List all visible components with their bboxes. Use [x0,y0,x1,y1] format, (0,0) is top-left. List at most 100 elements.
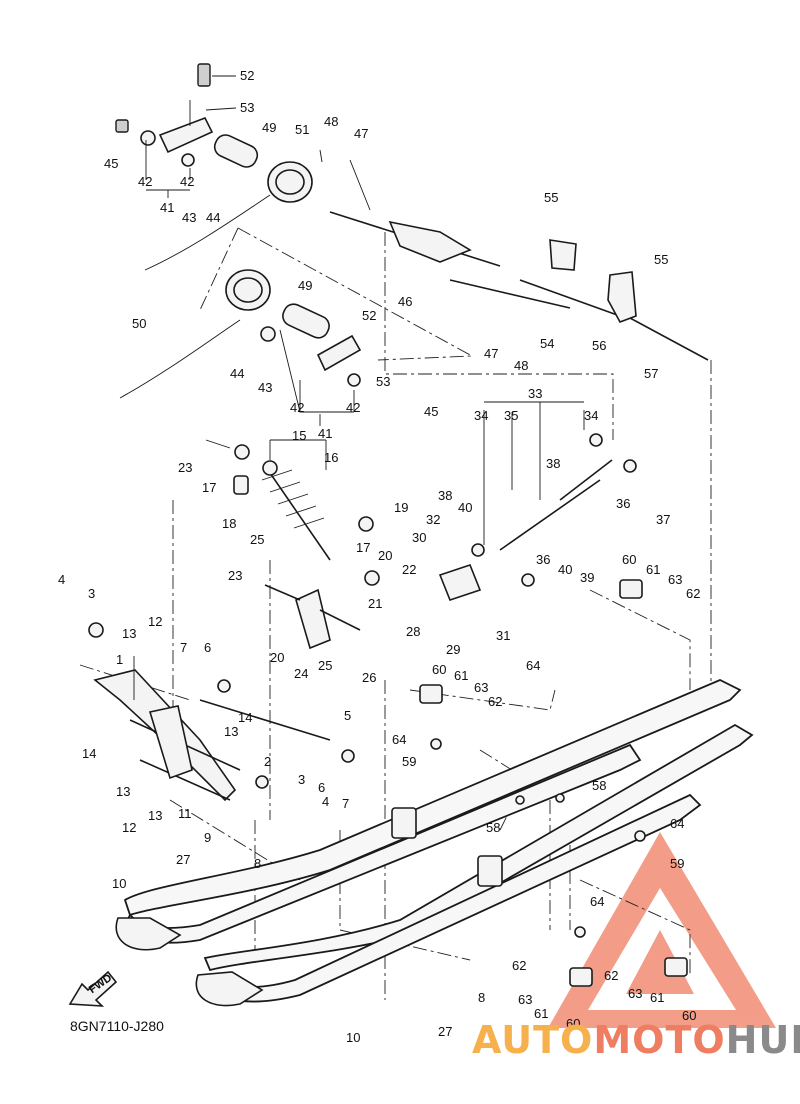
collars [213,134,330,339]
callout-63-a: 63 [668,572,682,587]
callout-43-bottom: 43 [258,380,272,395]
callout-18: 18 [222,516,236,531]
callout-60-c: 60 [566,1016,580,1031]
rail-stoppers [391,807,503,887]
callout-2: 2 [264,754,271,769]
callout-30: 30 [412,530,426,545]
callout-42-c: 42 [290,400,304,415]
callout-60-a: 60 [622,552,636,567]
callout-12-top: 12 [148,614,162,629]
callout-34-b: 34 [584,408,598,423]
front-arm-assembly [93,669,331,802]
callout-33: 33 [528,386,542,401]
callout-50: 50 [132,316,146,331]
callout-64-d: 64 [590,894,604,909]
callout-41-bottom: 41 [318,426,332,441]
callout-19: 19 [394,500,408,515]
callout-51: 51 [295,122,309,137]
callout-25-a: 25 [250,532,264,547]
callout-6-bottom: 6 [318,780,325,795]
callout-13-d: 13 [148,808,162,823]
callout-59-b: 59 [670,856,684,871]
callout-58-b: 58 [486,820,500,835]
callout-6-top: 6 [204,640,211,655]
callout-42-b: 42 [180,174,194,189]
callout-60-d: 60 [682,1008,696,1023]
callout-44-bottom: 44 [230,366,244,381]
callout-31: 31 [496,628,510,643]
callout-45-bottom: 45 [424,404,438,419]
callout-3-top: 3 [88,586,95,601]
callout-64-c: 64 [670,816,684,831]
callout-39: 39 [580,570,594,585]
callout-46: 46 [398,294,412,309]
callout-3-bottom: 3 [298,772,305,787]
fwd-arrow-icon [68,970,118,1007]
callout-1: 1 [116,652,123,667]
watermark-hub: HUB [725,1018,800,1062]
callout-13-top: 13 [122,626,136,641]
callout-4-bottom: 4 [322,794,329,809]
callout-38-b: 38 [438,488,452,503]
callout-56: 56 [592,338,606,353]
callout-63-d: 63 [518,992,532,1007]
callout-61-c: 61 [650,990,664,1005]
callout-44-top: 44 [206,210,220,225]
callout-22: 22 [402,562,416,577]
watermark-moto: MOTO [593,1018,726,1062]
callout-27-b: 27 [438,1024,452,1039]
callout-55-a: 55 [544,190,558,205]
callout-34-a: 34 [474,408,488,423]
callout-64-a: 64 [526,658,540,673]
callout-16: 16 [324,450,338,465]
callout-4-top: 4 [58,572,65,587]
callout-14-b: 14 [82,746,96,761]
callout-labels: 52 53 49 51 48 47 45 42 42 41 43 44 55 5… [58,68,700,1045]
callout-48-bottom: 48 [514,358,528,373]
callout-53-top: 53 [240,100,254,115]
callout-59-a: 59 [402,754,416,769]
callout-40-b: 40 [558,562,572,577]
callout-38-a: 38 [546,456,560,471]
callout-20-b: 20 [270,650,284,665]
rear-shock-absorber [499,459,613,551]
callout-63-c: 63 [628,986,642,1001]
callout-57: 57 [644,366,658,381]
callout-43-top: 43 [182,210,196,225]
callout-25-b: 25 [318,658,332,673]
callout-55-b: 55 [654,252,668,267]
callout-58-a: 58 [592,778,606,793]
callout-11: 11 [178,806,192,821]
rear-slide-rail [195,723,754,1007]
callout-41-top: 41 [160,200,174,215]
callout-62-a: 62 [686,586,700,601]
callout-5: 5 [344,708,351,723]
diagram-code: 8GN7110-J280 [70,1018,164,1034]
callout-13-b: 13 [224,724,238,739]
callout-54: 54 [540,336,554,351]
upper-shafts [329,211,709,361]
callout-10-b: 10 [346,1030,360,1045]
callout-61-b: 61 [454,668,468,683]
callout-62-c: 62 [512,958,526,973]
callout-64-b: 64 [392,732,406,747]
callout-15: 15 [292,428,306,443]
callout-9: 9 [204,830,211,845]
callout-13-c: 13 [116,784,130,799]
callout-61-d: 61 [534,1006,548,1021]
callout-62-d: 62 [604,968,618,983]
front-slide-rail [115,679,742,951]
callout-23-b: 23 [228,568,242,583]
callout-24: 24 [294,666,308,681]
callout-40-a: 40 [458,500,472,515]
callout-47-top: 47 [354,126,368,141]
callout-21: 21 [368,596,382,611]
callout-28: 28 [406,624,420,639]
callout-14-a: 14 [238,710,252,725]
middle-links [264,564,482,650]
front-shock-absorber [261,460,331,561]
callout-52-top: 52 [240,68,254,83]
callout-32: 32 [426,512,440,527]
callout-60-b: 60 [432,662,446,677]
